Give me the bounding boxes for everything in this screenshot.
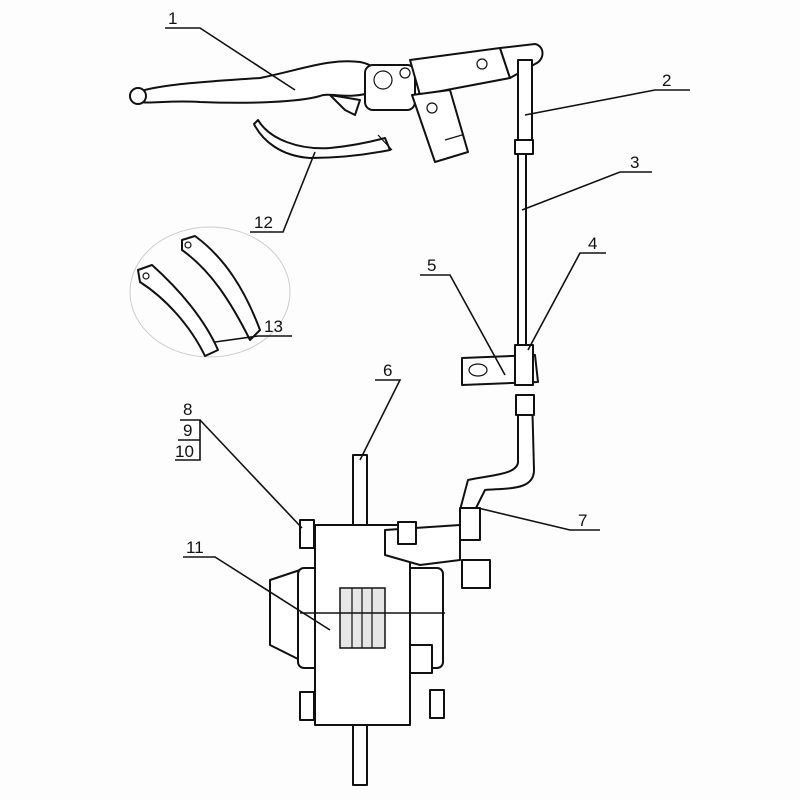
callout-13: 13 — [264, 317, 283, 336]
brake-hose-upper — [514, 59, 534, 356]
callout-7: 7 — [578, 511, 587, 530]
callout-10: 10 — [175, 442, 194, 461]
callout-12: 12 — [254, 213, 273, 232]
callout-11: 11 — [186, 538, 204, 557]
callout-lines — [165, 27, 690, 631]
brake-lever-master-cylinder — [129, 43, 544, 163]
callout-1: 1 — [168, 9, 177, 28]
brake-caliper — [269, 519, 491, 726]
callout-3: 3 — [630, 153, 639, 172]
callout-6: 6 — [383, 361, 392, 380]
callout-labels: 1 2 3 4 5 6 7 8 9 10 11 12 13 — [168, 9, 671, 557]
hose-bracket — [461, 344, 539, 386]
callout-9: 9 — [183, 421, 192, 440]
brake-pads — [129, 226, 291, 358]
brake-hose-lower — [459, 394, 535, 541]
callout-5: 5 — [427, 256, 436, 275]
callout-2: 2 — [662, 71, 671, 90]
brake-switch-wire — [253, 119, 393, 159]
callout-8: 8 — [183, 400, 192, 419]
callout-4: 4 — [588, 234, 597, 253]
